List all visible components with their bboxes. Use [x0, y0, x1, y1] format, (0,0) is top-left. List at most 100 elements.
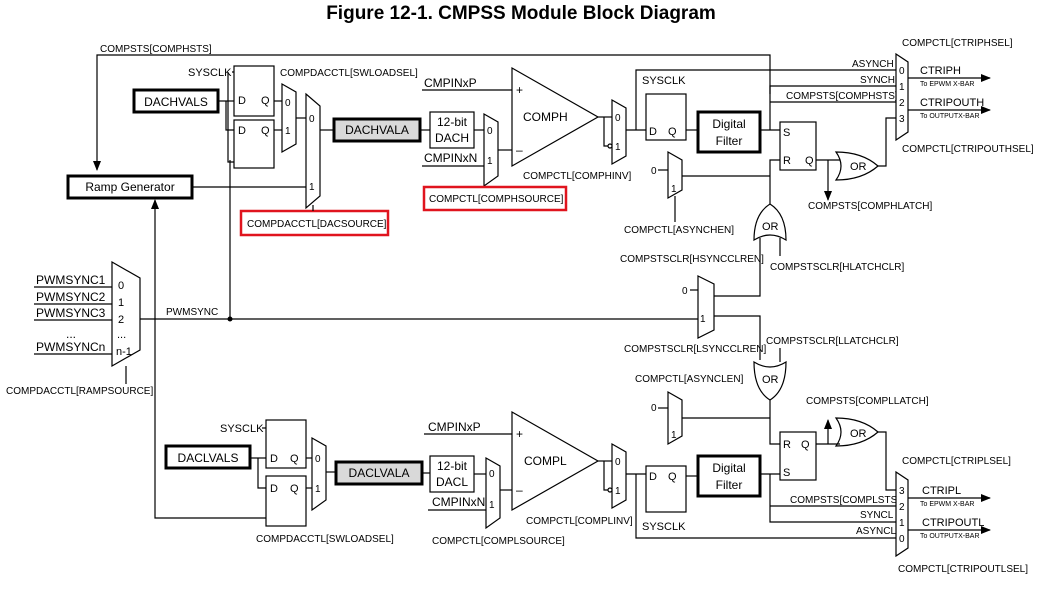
asynchen-in-0: 0	[651, 166, 657, 177]
label-cmpinxn-top: CMPINxN	[424, 151, 477, 165]
dach-line1: 12-bit	[437, 115, 468, 129]
dacl-line1: 12-bit	[437, 459, 468, 473]
muxl-in-0: 0	[315, 454, 321, 465]
daclvals-label: DACLVALS	[178, 451, 239, 465]
label-sysclk-low: SYSCLK	[220, 423, 264, 435]
or-gate-latch-h	[834, 151, 879, 181]
label-compstsclr-hsyncclren: COMPSTSCLR[HSYNCCLREN]	[620, 254, 764, 265]
label-compctl-ctriplsel: COMPCTL[CTRIPLSEL]	[902, 456, 1011, 467]
ctriph-in-1: 1	[899, 82, 905, 93]
label-ctripouth: CTRIPOUTH	[920, 97, 984, 109]
sr-h-q: Q	[805, 155, 814, 167]
sr-latch-l	[779, 431, 817, 481]
sr-latch-h	[779, 121, 817, 171]
label-compctl-ctriphsel: COMPCTL[CTRIPHSEL]	[902, 38, 1013, 49]
label-cmpinxn-low: CMPINxN	[432, 495, 485, 509]
ff-d-label: D	[238, 95, 246, 107]
compl-label: COMPL	[524, 454, 567, 468]
complsrc-in-0: 0	[489, 469, 495, 480]
wire-compl-inv	[603, 461, 608, 491]
label-ctriph: CTRIPH	[920, 65, 961, 77]
figure-title: Figure 12-1. CMPSS Module Block Diagram	[326, 3, 716, 24]
wire-or-h-mux	[878, 117, 896, 167]
label-sysclk-top: SYSCLK	[188, 67, 232, 79]
wire-ff2-d	[225, 101, 234, 131]
ramp-in-n1: n-1	[116, 346, 132, 358]
digital-filter-l-l1: Digital	[712, 461, 745, 475]
wire-lsync-or	[714, 315, 761, 360]
or-gate-latch-l	[834, 417, 879, 447]
digital-filter-h	[696, 110, 762, 154]
complsrc-in-1: 1	[489, 500, 495, 511]
label-synch: SYNCH	[860, 75, 895, 86]
mux-in-0: 0	[285, 98, 291, 109]
compctl-comphsource-highlight	[422, 185, 568, 212]
dacsrc-in-0: 0	[309, 114, 315, 125]
dach-line2: DACH	[435, 131, 469, 145]
sr-h-s: S	[783, 127, 790, 139]
label-to-output-l: To OUTPUTX-BAR	[920, 533, 980, 540]
wire-orclear-r	[769, 159, 780, 204]
label-to-epwm-h: To EPWM X-BAR	[920, 81, 974, 88]
wire-comph-inv	[603, 117, 608, 147]
swloadsel-mux-low	[311, 436, 327, 512]
wire-syncl	[769, 474, 896, 523]
label-ctripoutl: CTRIPOUTL	[922, 517, 984, 529]
label-compstsclr-llatchclr: COMPSTSCLR[LLATCHCLR]	[766, 336, 899, 347]
label-compctl-complinv: COMPCTL[COMPLINV]	[526, 516, 633, 527]
or-clear-h-label: OR	[762, 221, 779, 233]
label-compdacctl-swloadsel-low: COMPDACCTL[SWLOADSEL]	[256, 534, 394, 545]
daclvals-box	[164, 444, 252, 470]
ramp-generator-label: Ramp Generator	[85, 180, 174, 194]
syncclr-in-1: 1	[700, 314, 706, 325]
mux-in-1: 1	[285, 126, 291, 137]
label-compctl-comphsource: COMPCTL[COMPHSOURCE]	[429, 194, 564, 205]
sync-ff-h-q: Q	[668, 126, 677, 138]
dacl-line2: DACL	[436, 475, 468, 489]
label-compctl-asynchen: COMPCTL[ASYNCHEN]	[624, 225, 734, 236]
ramp-in-0: 0	[118, 280, 124, 292]
comphinv-in-1: 1	[615, 142, 621, 153]
asynclen-in-1: 1	[671, 430, 677, 441]
label-asyncl: ASYNCL	[856, 526, 896, 537]
dachvals-flipflop	[233, 65, 275, 117]
compl-plus: +	[516, 427, 523, 441]
complinv-in-0: 0	[615, 457, 621, 468]
label-to-epwm-l: To EPWM X-BAR	[920, 501, 974, 508]
label-ellipsis: ...	[66, 327, 76, 341]
label-cmpinxp-top: CMPINxP	[424, 76, 477, 90]
syncclren-mux	[697, 275, 715, 339]
label-to-output-h: To OUTPUTX-BAR	[920, 113, 980, 120]
daclvals-flipflop	[265, 419, 307, 469]
complinv-mux	[611, 442, 627, 510]
sr-l-s: S	[783, 467, 790, 479]
inverter-bubble-h	[607, 143, 613, 149]
muxl-in-1: 1	[315, 484, 321, 495]
complinv-in-1: 1	[615, 486, 621, 497]
comph-label: COMPH	[523, 110, 568, 124]
ctripl-mux	[895, 470, 909, 558]
or-gate-clear-l	[753, 360, 787, 401]
ff2-q-label: Q	[261, 125, 270, 137]
wire-async-h	[635, 69, 896, 130]
label-compsts-comphsts-top: COMPSTS[COMPHSTS]	[100, 44, 212, 55]
dachvals-label: DACHVALS	[144, 95, 208, 109]
label-sysclk-l: SYSCLK	[642, 521, 686, 533]
rampsource-mux	[111, 260, 141, 368]
asynchen-in-1: 1	[671, 184, 677, 195]
label-pwmsyncn: PWMSYNCn	[36, 340, 105, 354]
ctripl-in-3: 3	[899, 486, 905, 497]
digital-filter-h-l2: Filter	[716, 134, 743, 148]
label-syncl: SYNCL	[860, 510, 894, 521]
label-sysclk-h: SYSCLK	[642, 75, 686, 87]
compdacctl-dacsource-highlight	[239, 209, 390, 237]
comph-comparator	[511, 66, 600, 168]
asynclen-mux	[667, 390, 683, 446]
or-latch-l-label: OR	[850, 428, 867, 440]
comphinv-mux	[611, 98, 627, 166]
digital-filter-h-l1: Digital	[712, 117, 745, 131]
label-compstsclr-lsyncclren: COMPSTSCLR[LSYNCCLREN]	[624, 344, 766, 355]
ctriph-mux	[895, 52, 909, 142]
label-pwmsync: PWMSYNC	[166, 307, 218, 318]
or-clear-l-label: OR	[762, 374, 779, 386]
